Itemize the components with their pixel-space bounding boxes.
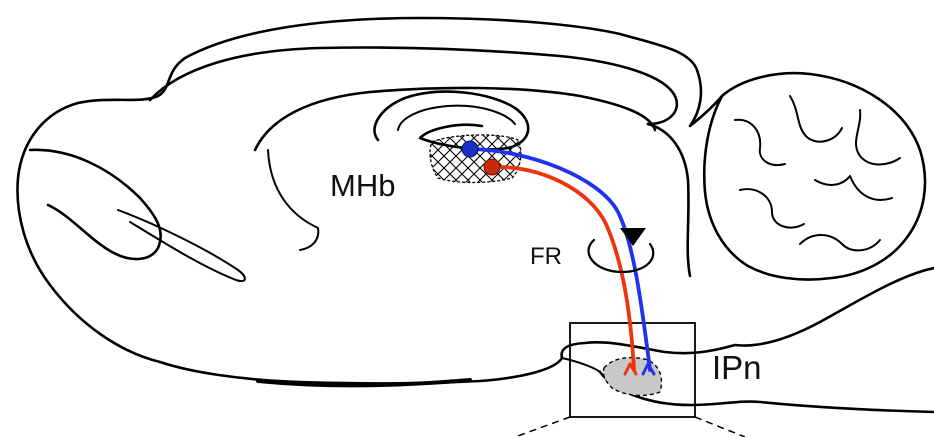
cerebellum-folia-1	[735, 120, 785, 165]
red-soma	[484, 159, 500, 175]
cerebellum-folia-3	[856, 110, 900, 165]
thalamus-arc	[268, 150, 318, 228]
corpus-callosum	[150, 47, 677, 124]
cerebellum-folia-2	[790, 96, 842, 142]
blue-soma	[462, 141, 478, 157]
fr-label: FR	[530, 245, 562, 269]
cerebellum-folia-4	[740, 189, 804, 227]
mhb-region	[430, 135, 521, 183]
pons-boundary	[562, 358, 600, 372]
ipn-label: IPn	[712, 351, 762, 384]
olfactory-fold	[30, 150, 161, 259]
zoom-line-right	[695, 417, 745, 437]
cerebellum-folia-5	[815, 176, 892, 200]
cerebellum-outline	[704, 73, 925, 279]
cerebellum-folia-6	[800, 235, 880, 250]
hypothalamus-fold	[300, 228, 318, 250]
pathway-red	[492, 167, 634, 370]
ventricle-slot	[118, 210, 245, 281]
mhb-label: MHb	[330, 170, 395, 201]
zoom-line-left	[515, 417, 570, 437]
triangle-down-icon	[620, 228, 646, 246]
